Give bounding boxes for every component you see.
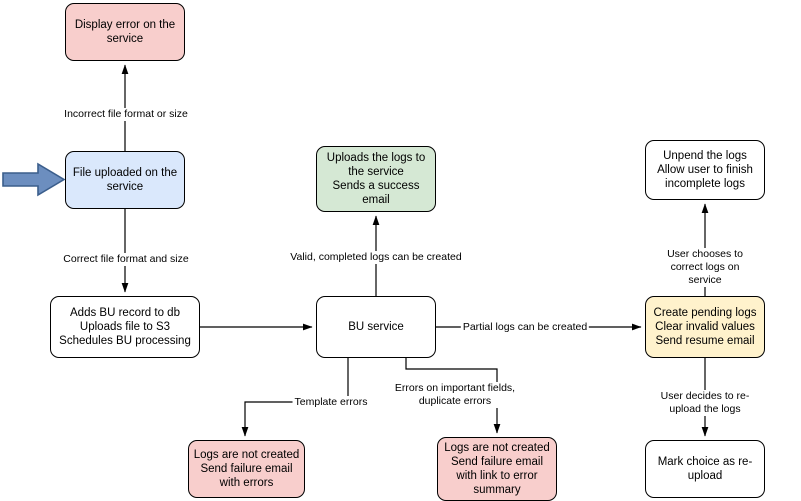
node-mark-choice-as-re-upload[interactable]: Mark choice as re- upload xyxy=(645,440,765,498)
node-create-pending-logs[interactable]: Create pending logs Clear invalid values… xyxy=(645,296,765,358)
node-file-uploaded-on-the-service[interactable]: File uploaded on the service xyxy=(65,151,185,209)
edge-label-user-decides-to-re-upload-the-logs: User decides to re-upload the logs xyxy=(657,390,753,416)
edge-label-correct-file-format-and-size: Correct file format and size xyxy=(61,253,191,266)
edge-label-partial-logs-can-be-created: Partial logs can be created xyxy=(460,321,590,334)
node-bu-service[interactable]: BU service xyxy=(316,296,436,358)
node-display-error[interactable]: Display error on the service xyxy=(65,3,185,61)
node-logs-not-created-with-error-summary[interactable]: Logs are not created Send failure email … xyxy=(437,437,557,501)
entry-block-arrow-icon xyxy=(2,162,66,197)
edge-label-valid-completed-logs-can-be-created: Valid, completed logs can be created xyxy=(288,251,464,264)
edge-label-user-chooses-to-correct-logs-on-service: User chooses to correct logs on service xyxy=(657,248,753,287)
node-adds-bu-record-to-db[interactable]: Adds BU record to db Uploads file to S3 … xyxy=(50,296,200,358)
edge-label-errors-on-important-fields: Errors on important fields, duplicate er… xyxy=(392,382,518,408)
edge-label-template-errors: Template errors xyxy=(292,396,370,409)
edge-label-incorrect-file-format-or-size: Incorrect file format or size xyxy=(62,108,190,121)
node-uploads-the-logs-to-the-service[interactable]: Uploads the logs to the service Sends a … xyxy=(316,146,436,212)
node-logs-not-created-with-errors[interactable]: Logs are not created Send failure email … xyxy=(188,440,305,498)
node-unpend-the-logs[interactable]: Unpend the logs Allow user to finish inc… xyxy=(645,140,765,200)
